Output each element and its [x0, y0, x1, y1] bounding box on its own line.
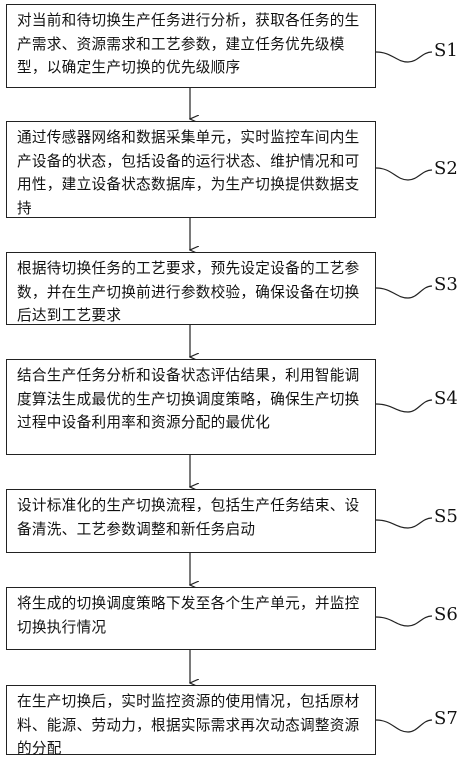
step-box-s1: 对当前和待切换生产任务进行分析，获取各任务的生产需求、资源需求和工艺参数，建立任…	[6, 4, 376, 88]
leader-s4	[375, 399, 433, 413]
step-box-s7: 在生产切换后，实时监控资源的使用情况，包括原材料、能源、劳动力，根据实际需求再次…	[6, 685, 376, 757]
step-box-s6: 将生成的切换调度策略下发至各个生产单元，并监控切换执行情况	[6, 587, 376, 650]
leader-s5	[375, 517, 433, 529]
step-label-s5: S5	[434, 506, 458, 527]
step-box-s3: 根据待切换任务的工艺要求，预先设定设备的工艺参数，并在生产切换前进行参数校验，确…	[6, 252, 376, 325]
leader-s3	[375, 285, 433, 299]
step-box-s5: 设计标准化的生产切换流程，包括生产任务结束、设备清洗、工艺参数调整和新任务启动	[6, 489, 376, 553]
step-label-s7: S7	[434, 708, 458, 729]
leader-s1	[375, 51, 433, 63]
step-label-s2: S2	[434, 158, 458, 179]
leader-s6	[375, 615, 433, 627]
step-label-s1: S1	[434, 40, 458, 61]
leader-s7	[375, 719, 433, 733]
step-box-s4: 结合生产任务分析和设备状态评估结果，利用智能调度算法生成最优的生产切换调度策略，…	[6, 359, 376, 455]
step-box-s2: 通过传感器网络和数据采集单元，实时监控车间内生产设备的状态，包括设备的运行状态、…	[6, 121, 376, 218]
step-label-s6: S6	[434, 604, 458, 625]
step-label-s3: S3	[434, 274, 458, 295]
leader-s2	[375, 167, 433, 181]
step-label-s4: S4	[434, 388, 458, 409]
